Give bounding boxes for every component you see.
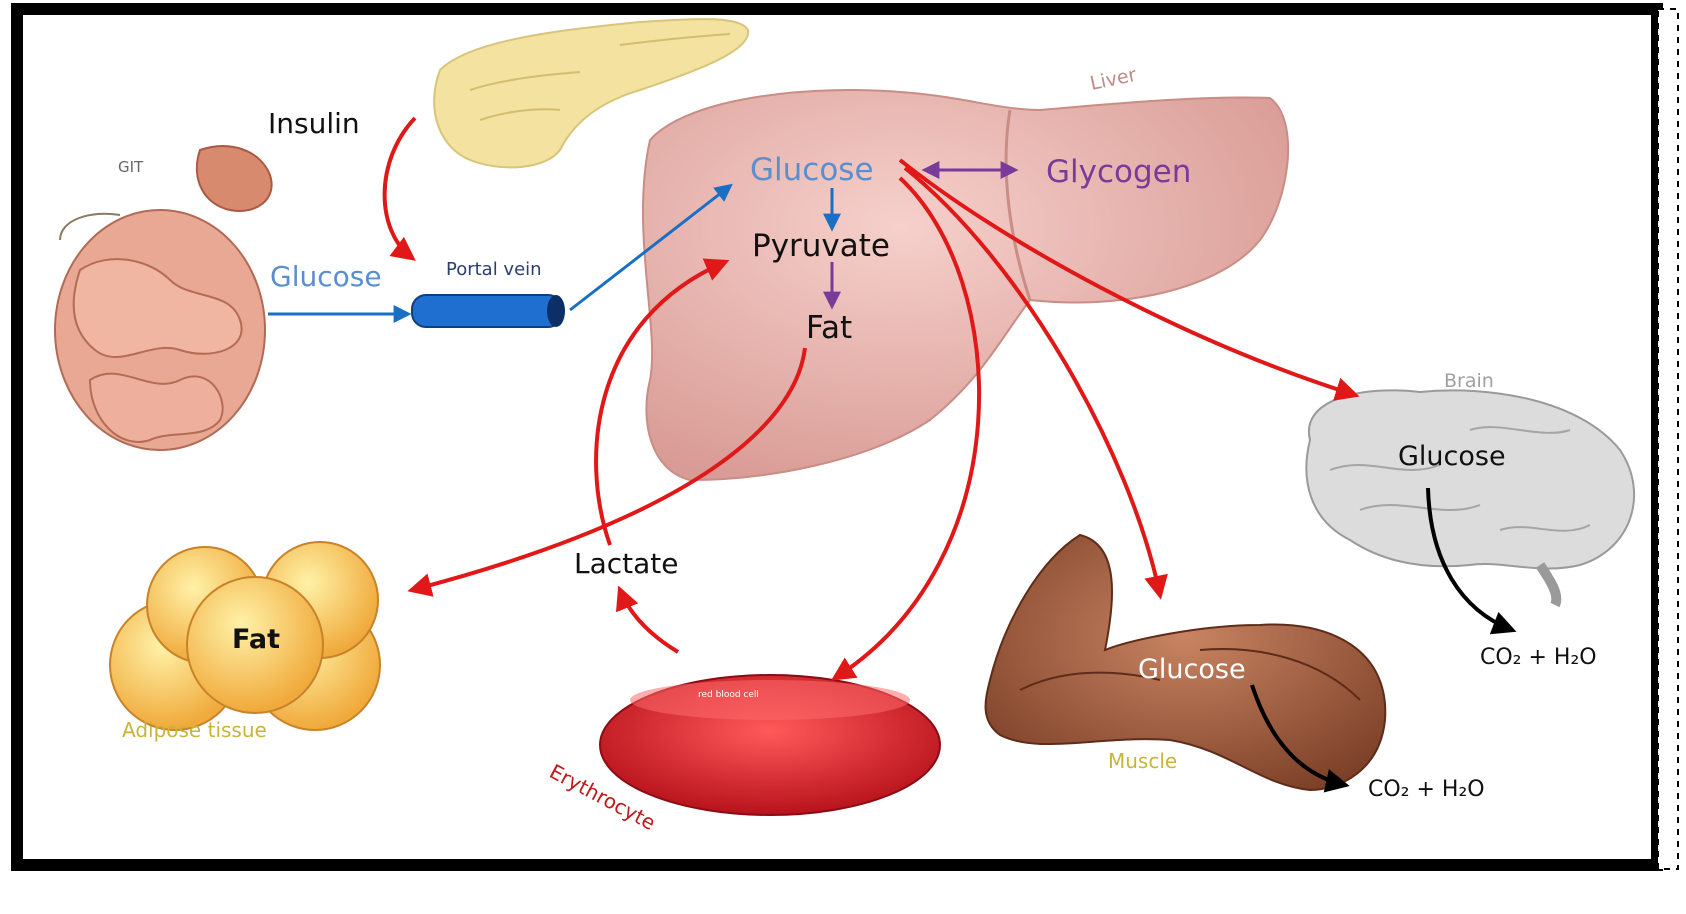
arrow-glucose-to-erythrocyte — [830, 176, 982, 681]
brain-glucose-label: Glucose — [1398, 441, 1506, 472]
arrow-brain-glucose-to-co2 — [1426, 487, 1517, 635]
arrow-glucose-to-brain — [898, 158, 1360, 401]
arrow-erythrocyte-to-lactate — [615, 585, 680, 654]
adipose-fat-label: Fat — [232, 624, 280, 655]
pyruvate-label: Pyruvate — [752, 228, 890, 264]
arrow-portal-vein-to-liver-glucose — [569, 183, 733, 312]
liver-fat-label: Fat — [806, 310, 852, 346]
muscle-glucose-label: Glucose — [1138, 654, 1246, 685]
arrow-glucose-to-muscle — [903, 166, 1168, 600]
pathway-arrows — [382, 116, 1360, 681]
muscle-output-label: CO₂ + H₂O — [1368, 777, 1485, 802]
brain-illustration — [1305, 389, 1636, 608]
arrow-insulin-to-portal-vein — [382, 116, 417, 261]
oxidation-arrows — [1250, 487, 1517, 793]
liver-internal-arrows — [823, 161, 1019, 310]
muscle-label: Muscle — [1108, 749, 1177, 773]
arrow-lactate-to-pyruvate — [594, 258, 730, 546]
arrow-fat-to-adipose — [407, 347, 807, 597]
liver-glucose-label: Glucose — [750, 152, 874, 188]
diagram-labels: Insulin GIT Glucose Portal vein Liver Gl… — [118, 64, 1597, 835]
arrow-muscle-glucose-to-co2 — [1250, 684, 1350, 793]
insulin-label: Insulin — [268, 107, 360, 140]
absorption-arrows — [268, 183, 841, 323]
lactate-label: Lactate — [574, 547, 679, 580]
brain-label: Brain — [1444, 370, 1494, 392]
adipose-tissue-label: Adipose tissue — [122, 718, 267, 742]
pancreas-illustration — [433, 18, 750, 169]
liver-illustration — [641, 88, 1290, 482]
adipose-tissue-illustration — [109, 541, 381, 731]
glycogen-label: Glycogen — [1046, 154, 1191, 190]
portal-vein-label: Portal vein — [446, 259, 542, 280]
muscle-illustration — [984, 533, 1387, 792]
git-label: GIT — [118, 158, 144, 176]
brain-output-label: CO₂ + H₂O — [1480, 645, 1597, 670]
rbc-caption-label: red blood cell — [698, 690, 759, 700]
portal-vein-illustration — [411, 294, 565, 328]
gi-tract-illustration — [54, 145, 273, 451]
erythrocyte-illustration — [599, 674, 941, 816]
gut-glucose-label: Glucose — [270, 260, 382, 293]
